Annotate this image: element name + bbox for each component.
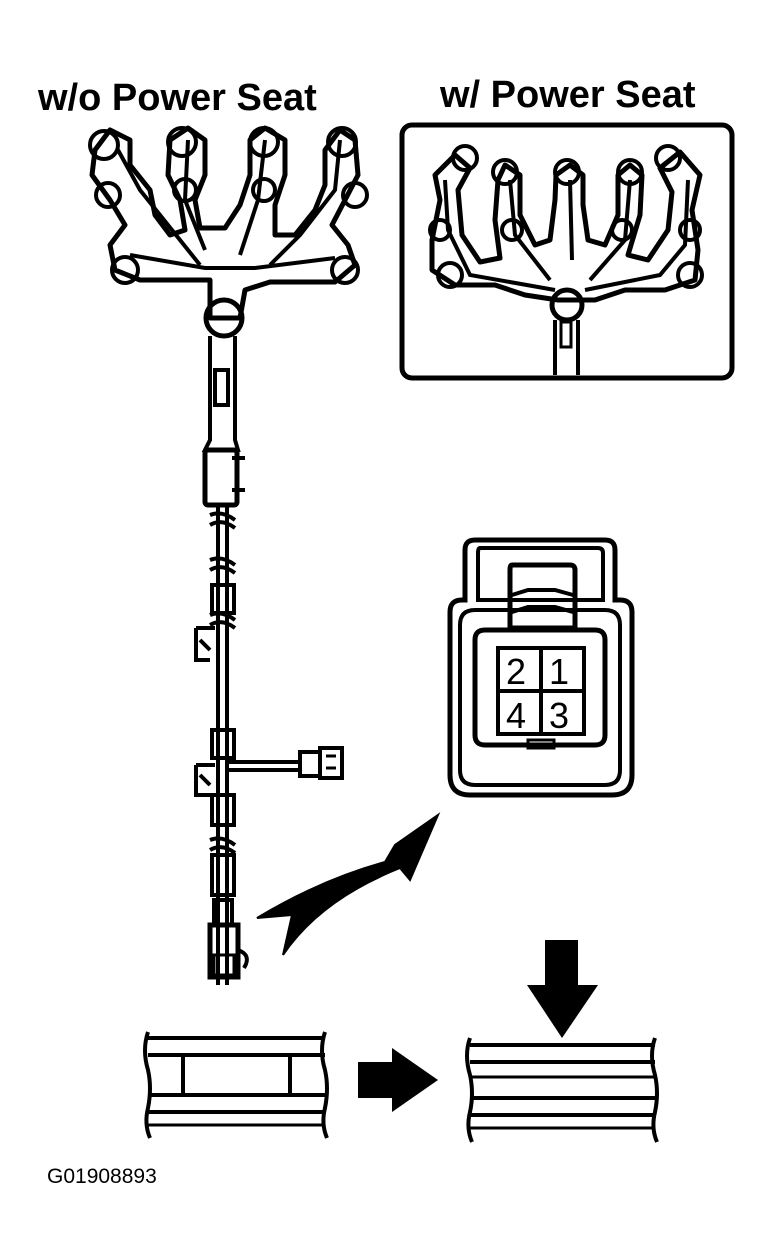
tape-after	[465, 1037, 659, 1143]
title-with-power-seat: w/ Power Seat	[439, 74, 696, 116]
down-arrow-icon	[527, 940, 598, 1038]
seat-heater-element-without-power-seat	[88, 125, 369, 339]
title-without-power-seat: w/o Power Seat	[37, 77, 317, 119]
wire-harness	[194, 336, 344, 985]
pin-4-label: 4	[506, 695, 526, 736]
inset-with-power-seat	[399, 122, 735, 381]
pin-1-label: 1	[549, 651, 569, 692]
connector-face-view	[447, 537, 635, 798]
pin-2-label: 2	[506, 651, 526, 692]
pin-3-label: 3	[549, 695, 569, 736]
curved-arrow-icon	[256, 812, 441, 956]
figure-code: G01908893	[47, 1165, 157, 1188]
right-arrow-icon	[358, 1048, 438, 1112]
tape-before	[143, 1031, 329, 1139]
